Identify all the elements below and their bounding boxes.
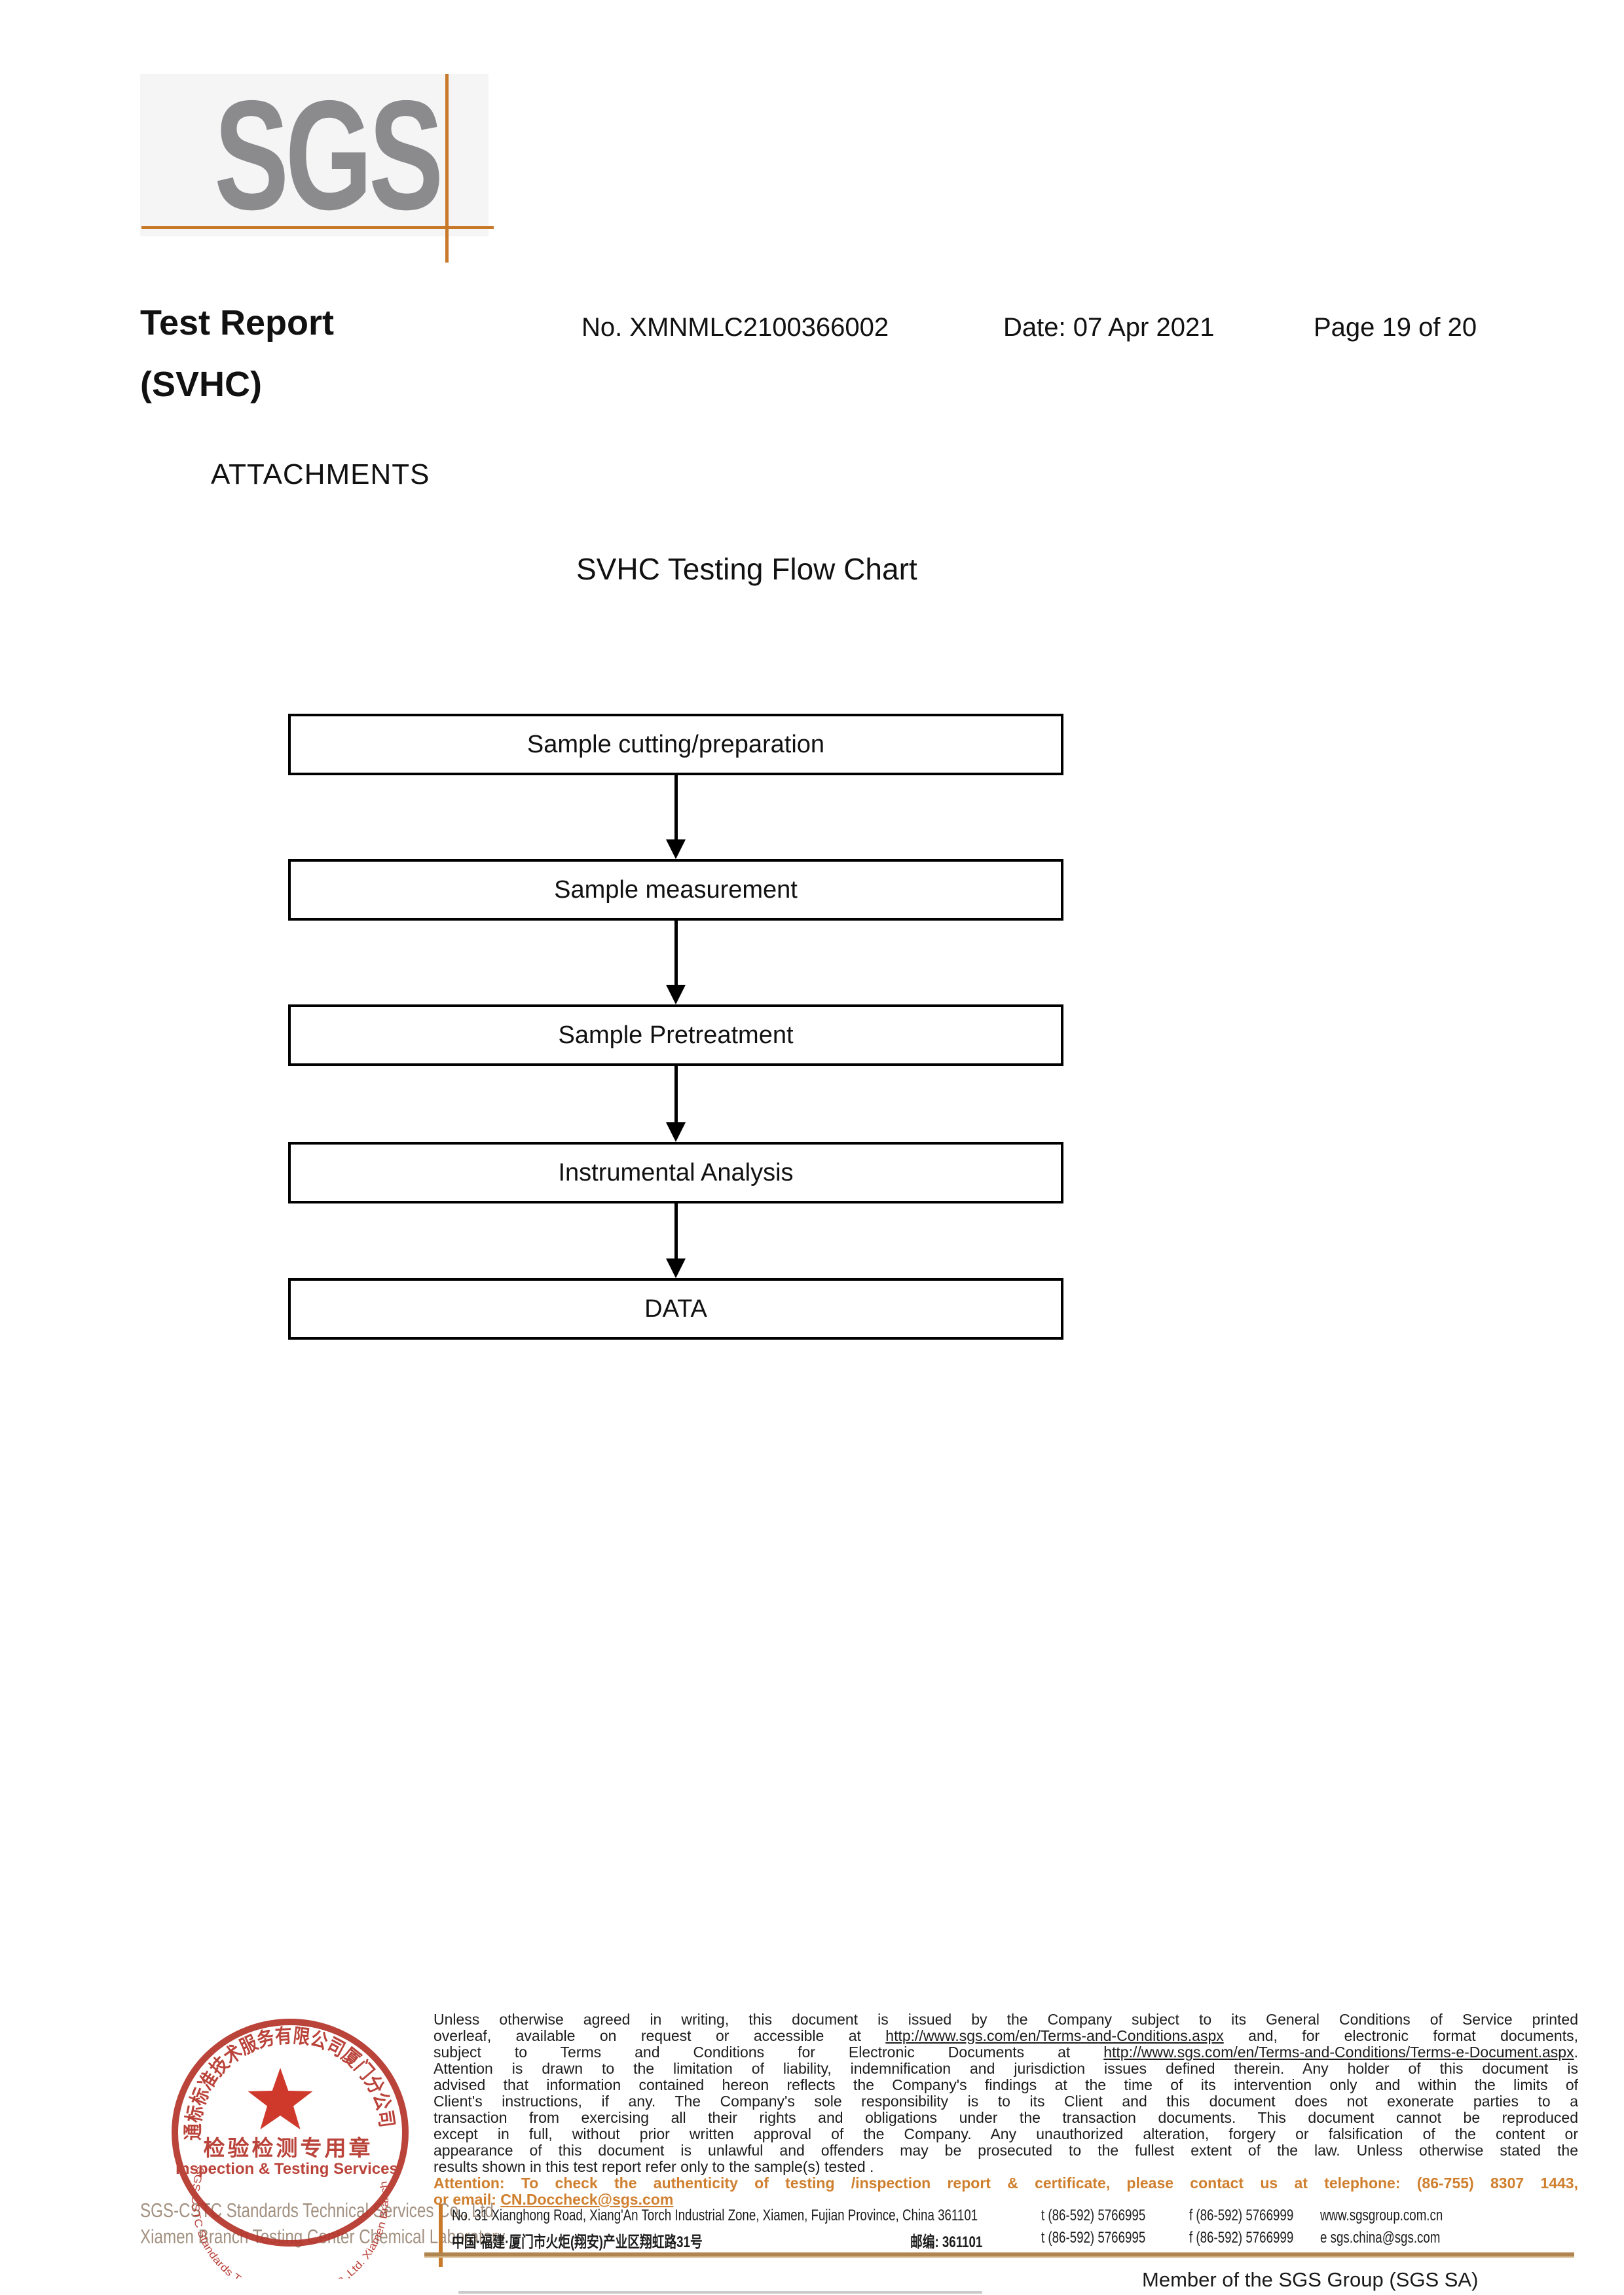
legal-text-line: except in full, without prior written ap… xyxy=(434,2126,1578,2142)
legal-text-segment: overleaf, available on request or access… xyxy=(434,2027,886,2044)
flow-chart-title: SVHC Testing Flow Chart xyxy=(576,552,917,586)
legal-text-segment: transaction from exercising all their ri… xyxy=(434,2109,1578,2126)
flow-step-box: DATA xyxy=(288,1278,1063,1340)
down-arrow-icon xyxy=(663,775,689,859)
address-postcode-cn: 邮编: 361101 xyxy=(910,2233,983,2251)
legal-text-line: transaction from exercising all their ri… xyxy=(434,2110,1578,2126)
address-street-en: No. 31 Xianghong Road, Xiang'An Torch In… xyxy=(452,2207,978,2224)
legal-text-line: Unless otherwise agreed in writing, this… xyxy=(434,2011,1578,2028)
logo-crosshair-horizontal-line xyxy=(141,226,494,229)
legal-disclaimer-block: Unless otherwise agreed in writing, this… xyxy=(434,2011,1578,2208)
legal-text-line: appearance of this document is unlawful … xyxy=(434,2142,1578,2159)
legal-text-segment: Client's instructions, if any. The Compa… xyxy=(434,2093,1578,2110)
address-tel-cn: t (86-592) 5766995 xyxy=(1041,2229,1146,2247)
stamp-arc-chinese-text: 通标标准技术服务有限公司厦门分公司 xyxy=(183,2025,397,2140)
down-arrow-icon xyxy=(663,1203,689,1278)
company-stamp-seal: 通标标准技术服务有限公司厦门分公司 检验检测专用章 Inspection & T… xyxy=(172,2019,409,2279)
down-arrow-icon xyxy=(663,1066,689,1142)
report-title: Test Report xyxy=(140,303,335,342)
report-date: Date: 07 Apr 2021 xyxy=(1003,313,1215,342)
flow-step-box: Sample Pretreatment xyxy=(288,1004,1063,1066)
inline-link[interactable]: http://www.sgs.com/en/Terms-and-Conditio… xyxy=(1103,2044,1574,2061)
address-tel-en: t (86-592) 5766995 xyxy=(1041,2207,1146,2224)
legal-text-segment: . xyxy=(1574,2044,1578,2061)
address-street-cn: 中国·福建·厦门市火炬(翔安)产业区翔虹路31号 xyxy=(452,2233,703,2251)
legal-text-segment: Attention is drawn to the limitation of … xyxy=(434,2060,1578,2077)
legal-text-segment: appearance of this document is unlawful … xyxy=(434,2142,1578,2159)
legal-text-line: overleaf, available on request or access… xyxy=(434,2028,1578,2044)
page-indicator: Page 19 of 20 xyxy=(1314,313,1477,342)
footer-rule-line xyxy=(424,2252,1574,2258)
legal-text-segment: subject to Terms and Conditions for Elec… xyxy=(434,2044,1104,2061)
star-icon xyxy=(248,2068,313,2130)
flow-step-box: Sample cutting/preparation xyxy=(288,714,1063,775)
legal-text-line: Attention: To check the authenticity of … xyxy=(434,2175,1578,2192)
legal-text-line: subject to Terms and Conditions for Elec… xyxy=(434,2044,1578,2061)
address-fax-en: f (86-592) 5766999 xyxy=(1189,2207,1294,2224)
flow-step-box: Sample measurement xyxy=(288,859,1063,921)
address-fax-cn: f (86-592) 5766999 xyxy=(1189,2229,1294,2247)
address-website-link[interactable]: www.sgsgroup.com.cn xyxy=(1320,2207,1443,2224)
inline-link[interactable]: http://www.sgs.com/en/Terms-and-Conditio… xyxy=(885,2027,1224,2044)
legal-text-segment: Attention: To check the authenticity of … xyxy=(434,2175,1578,2192)
legal-text-line: Client's instructions, if any. The Compa… xyxy=(434,2093,1578,2110)
sgs-logo: SGS xyxy=(214,69,443,242)
report-subtitle: (SVHC) xyxy=(140,365,262,404)
inline-link[interactable]: CN.Doccheck@sgs.com xyxy=(500,2191,674,2208)
legal-text-segment: advised that information contained hereo… xyxy=(434,2076,1578,2093)
attachments-heading: ATTACHMENTS xyxy=(211,458,430,490)
stamp-center-english-text: Inspection & Testing Services xyxy=(175,2160,398,2178)
flow-step-box: Instrumental Analysis xyxy=(288,1142,1063,1203)
address-separator-line xyxy=(439,2204,443,2267)
sgs-logo-background xyxy=(140,74,489,236)
legal-text-line: advised that information contained hereo… xyxy=(434,2077,1578,2093)
page-bottom-scan-artifact xyxy=(458,2291,982,2294)
legal-text-segment: results shown in this test report refer … xyxy=(434,2158,874,2175)
address-email-link[interactable]: e sgs.china@sgs.com xyxy=(1320,2229,1441,2247)
sgs-group-membership-text: Member of the SGS Group (SGS SA) xyxy=(1142,2268,1479,2291)
stamp-ring xyxy=(172,2019,409,2247)
legal-text-segment: or email: xyxy=(434,2191,501,2208)
legal-text-line: results shown in this test report refer … xyxy=(434,2159,1578,2175)
down-arrow-icon xyxy=(663,921,689,1004)
logo-crosshair-vertical-line xyxy=(445,74,449,263)
legal-text-segment: except in full, without prior written ap… xyxy=(434,2125,1578,2142)
legal-text-line: Attention is drawn to the limitation of … xyxy=(434,2061,1578,2077)
legal-text-line: or email: CN.Doccheck@sgs.com xyxy=(434,2192,1578,2208)
report-number: No. XMNMLC2100366002 xyxy=(581,313,889,342)
stamp-center-chinese-text: 检验检测专用章 xyxy=(204,2136,373,2160)
legal-text-segment: and, for electronic format documents, xyxy=(1223,2027,1578,2044)
legal-text-segment: Unless otherwise agreed in writing, this… xyxy=(434,2011,1578,2028)
